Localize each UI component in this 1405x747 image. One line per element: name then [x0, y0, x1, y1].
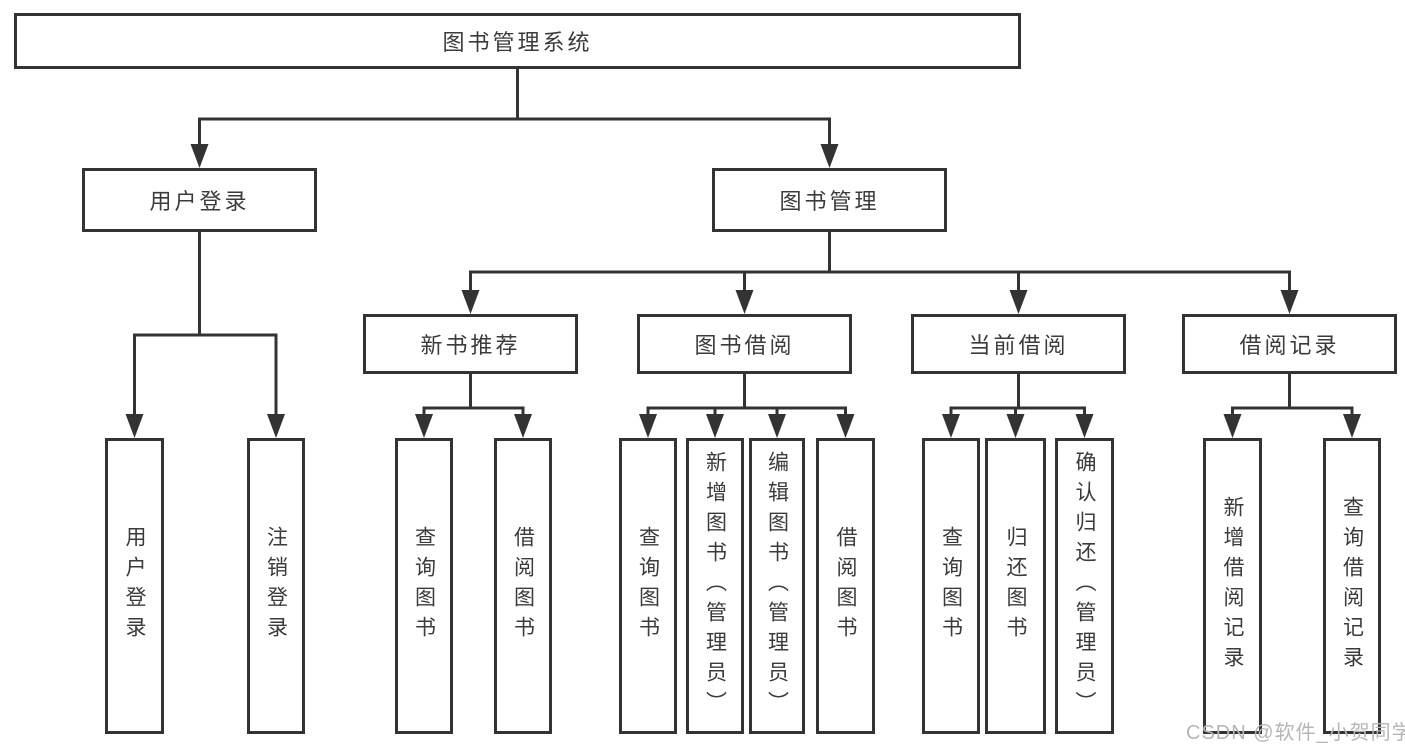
arrowhead-icon	[820, 144, 839, 168]
arrowhead-icon	[1280, 290, 1299, 314]
leaf-add-borrow-record: 新增借阅记录	[1203, 438, 1262, 734]
leaf-logout: 注销登录	[247, 438, 305, 734]
leaf-label: 新增图书（管理员）	[703, 451, 727, 721]
csdn-watermark: CSDN @软件_小贺同学	[1186, 722, 1405, 744]
node-new-book-recommend: 新书推荐	[363, 314, 578, 374]
leaf-label: 查询图书	[412, 526, 436, 646]
node-user-login: 用户登录	[82, 168, 317, 232]
leaf-query-borrow-record: 查询借阅记录	[1323, 438, 1381, 734]
arrowhead-icon	[836, 414, 855, 438]
arrowhead-icon	[1006, 414, 1025, 438]
leaf-label: 确认归还（管理员）	[1073, 451, 1096, 721]
node-library-management-system: 图书管理系统	[14, 13, 1021, 69]
arrowhead-icon	[514, 414, 532, 438]
arrowhead-icon	[1223, 414, 1242, 438]
leaf-label: 查询借阅记录	[1340, 496, 1364, 676]
connector-line	[422, 372, 525, 420]
leaf-label: 借阅图书	[834, 526, 857, 646]
leaf-confirm-return-admin: 确认归还（管理员）	[1055, 438, 1114, 734]
arrowhead-icon	[1075, 414, 1094, 438]
arrowhead-icon	[125, 414, 144, 438]
node-label: 借阅记录	[1239, 333, 1340, 358]
leaf-borrow-books: 借阅图书	[816, 438, 875, 734]
arrowhead-icon	[768, 414, 786, 438]
node-label: 图书管理	[779, 189, 880, 214]
leaf-label: 借阅图书	[511, 526, 535, 646]
arrowhead-icon	[639, 414, 657, 438]
node-book-management: 图书管理	[712, 168, 947, 232]
leaf-add-books-admin: 新增图书（管理员）	[686, 438, 744, 734]
arrowhead-icon	[1343, 414, 1361, 438]
node-label: 图书管理系统	[442, 30, 593, 55]
leaf-borrow-books-recommend: 借阅图书	[494, 438, 552, 734]
leaf-user-login: 用户登录	[105, 438, 164, 734]
node-label: 用户登录	[149, 189, 250, 214]
arrowhead-icon	[190, 144, 209, 168]
connector-line	[1231, 372, 1354, 420]
leaf-label: 编辑图书（管理员）	[765, 451, 789, 721]
leaf-edit-books-admin: 编辑图书（管理员）	[749, 438, 805, 734]
connector-line	[646, 372, 847, 420]
arrowhead-icon	[267, 414, 285, 438]
connector-line	[469, 230, 1291, 296]
arrowhead-icon	[706, 414, 724, 438]
arrowhead-icon	[735, 290, 754, 314]
leaf-label: 归还图书	[1004, 526, 1027, 646]
leaf-query-books-recommend: 查询图书	[395, 438, 453, 734]
connector-line	[198, 67, 831, 150]
node-book-borrowing: 图书借阅	[637, 314, 852, 374]
connector-line	[133, 230, 278, 420]
node-borrowing-records: 借阅记录	[1182, 314, 1397, 374]
leaf-label: 查询图书	[636, 526, 660, 646]
node-label: 图书借阅	[694, 333, 795, 358]
node-current-borrowing: 当前借阅	[911, 314, 1126, 374]
connector-line	[949, 372, 1086, 420]
arrowhead-icon	[415, 414, 433, 438]
leaf-label: 查询图书	[939, 526, 963, 646]
leaf-return-books: 归还图书	[985, 438, 1046, 734]
arrowhead-icon	[942, 414, 960, 438]
arrowhead-icon	[1009, 290, 1028, 314]
leaf-label: 用户登录	[123, 526, 146, 646]
leaf-label: 注销登录	[264, 526, 288, 646]
leaf-query-books-borrowing: 查询图书	[619, 438, 677, 734]
node-label: 当前借阅	[968, 333, 1069, 358]
arrowhead-icon	[461, 290, 480, 314]
leaf-query-books-current: 查询图书	[922, 438, 980, 734]
node-label: 新书推荐	[420, 333, 521, 358]
leaf-label: 新增借阅记录	[1221, 496, 1244, 676]
